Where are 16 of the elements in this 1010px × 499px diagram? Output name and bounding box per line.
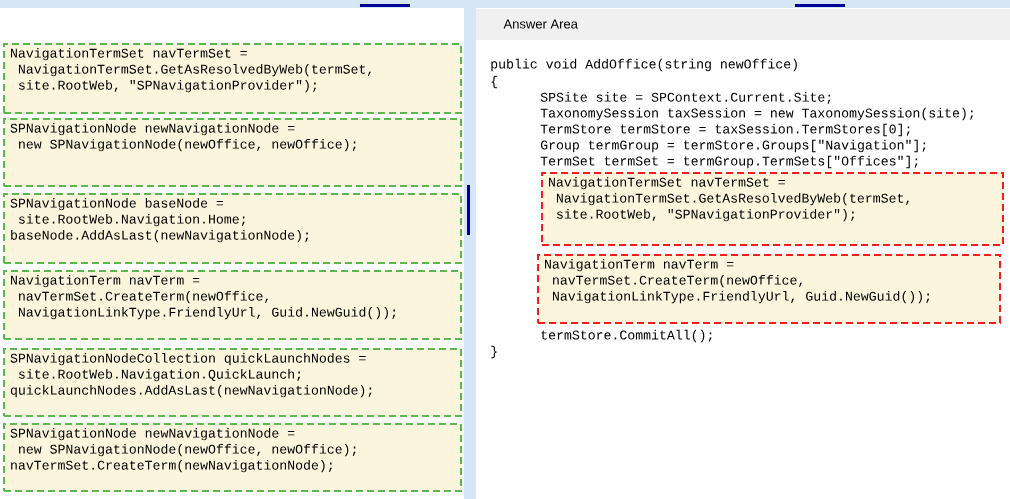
code-card: SPNavigationNode baseNode = site.RootWeb.Navigation.Home; baseNode.AddAsLast(newNavigationNode); [3, 193, 462, 264]
code-card: SPNavigationNode newNavigationNode = new SPNavigationNode(newOffice, newOffice); [3, 118, 462, 187]
code-card: NavigationTermSet navTermSet = NavigationTermSet.GetAsResolvedByWeb(termSet, site.RootWeb, "SPNavigationProvider"); [541, 172, 1004, 246]
code-line: { [491, 75, 498, 89]
code-line: public void AddOffice(string newOffice) [491, 58, 797, 72]
code-card: SPNavigationNodeCollection quickLaunchNodes = site.RootWeb.Navigation.QuickLaunch; quickLaunchNodes.AddAsLast(newNavigationNode); [3, 348, 462, 417]
code-line: } [491, 345, 497, 359]
code-line: TaxonomySession taxSession = new TaxonomySession(site); [540, 107, 973, 121]
code-line: SPSite site = SPContext.Current.Site; [540, 92, 831, 104]
code-card: NavigationTerm navTerm = navTermSet.CreateTerm(newOffice, NavigationLinkType.FriendlyUrl, Guid.NewGuid()); [537, 254, 1001, 324]
code-card: NavigationTerm navTerm = navTermSet.CreateTerm(newOffice, NavigationLinkType.FriendlyUrl, Guid.NewGuid()); [3, 270, 462, 340]
code-card: NavigationTermSet navTermSet = NavigationTermSet.GetAsResolvedByWeb(termSet, site.RootWeb, "SPNavigationProvider"); [3, 43, 462, 114]
code-card: SPNavigationNode newNavigationNode = new SPNavigationNode(newOffice, newOffice); navTermSet.CreateTerm(newNavigationNode); [3, 423, 462, 492]
header-bar: Answer Area [476, 9, 1010, 40]
code-line: TermStore termStore = taxSession.TermStores[0]; [540, 123, 910, 137]
code-line: Group termGroup = termStore.Groups["Navigation"]; [540, 139, 926, 153]
